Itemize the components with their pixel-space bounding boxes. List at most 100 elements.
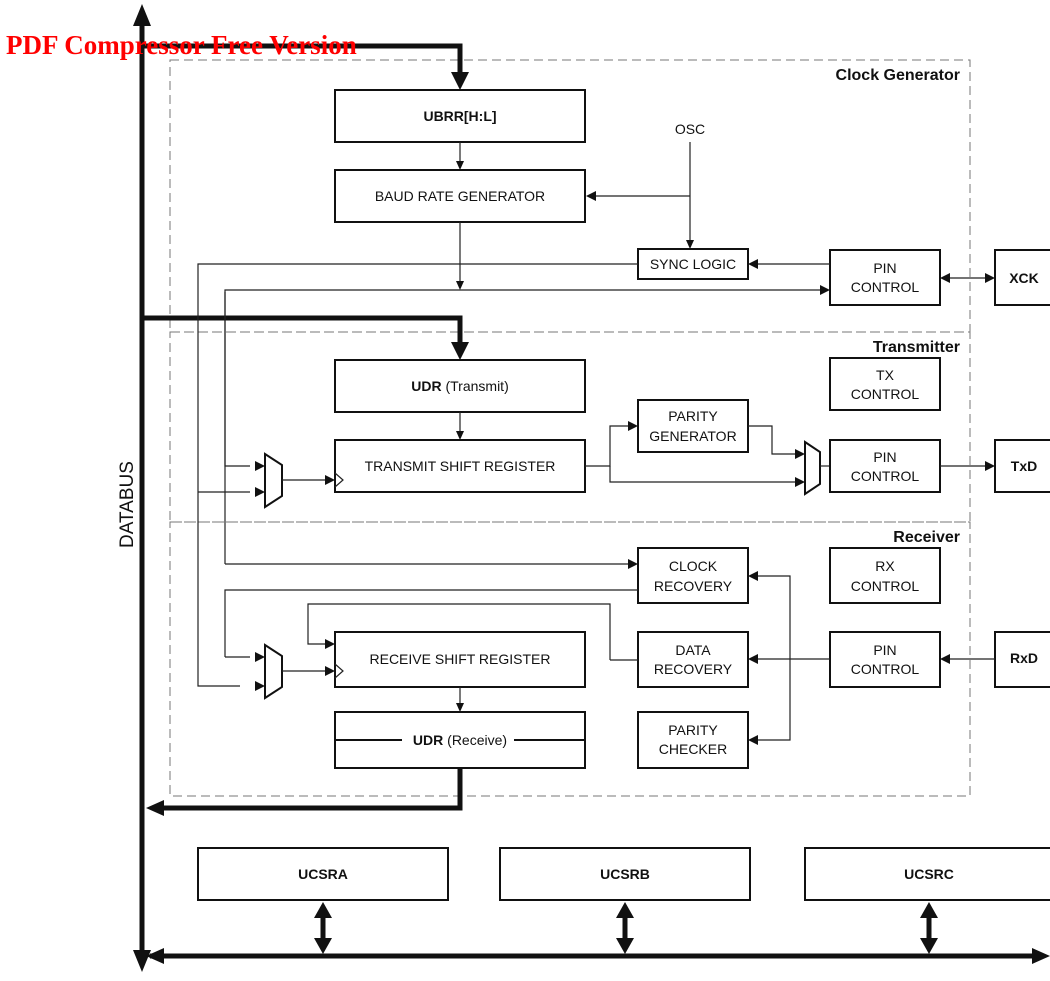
udr-receive-label: UDR (Receive) [413, 732, 507, 748]
rx-branch-wire [758, 575, 791, 659]
outmux-arrow-1 [795, 477, 805, 487]
ucsrc-register [804, 847, 1050, 901]
tx-output-mux [804, 440, 821, 496]
rsr-clock-triangle [334, 663, 344, 679]
ucsra-register [197, 847, 449, 901]
ucsrb-bus-link [616, 902, 634, 954]
clock-recovery [637, 547, 749, 604]
rx-control [829, 547, 941, 604]
rsr-clock-arrow [325, 666, 335, 676]
receive-shift-register [334, 631, 586, 688]
clock-recovery-input-arrow [748, 571, 758, 581]
sync-logic [637, 248, 749, 280]
rxd-label: RxD [1010, 650, 1038, 666]
rx-input-mux [264, 643, 283, 700]
baud-rate-generator-label: BAUD RATE GENERATOR [375, 188, 545, 204]
parity-gen-input-arrow [628, 421, 638, 431]
xck-pin [994, 249, 1050, 306]
clock-recovery-arrow [628, 559, 638, 569]
databus-down-arrow [133, 950, 151, 972]
tx-control [829, 357, 941, 411]
rx-control-label-1: RX [875, 558, 895, 574]
parity-checker-label-1: PARITY [668, 722, 718, 738]
clock-branch-wire [224, 292, 250, 467]
ubrr-register [334, 89, 586, 143]
baud-input-arrow [456, 161, 464, 170]
rx-mux-arrow-2 [255, 681, 265, 691]
sync-pin-arrow [748, 259, 758, 269]
xck-pin-control-label-1: PIN [873, 260, 896, 276]
databus-to-udr-tx [142, 315, 463, 344]
outmux-arrow-2 [795, 449, 805, 459]
parity-checker-label-2: CHECKER [659, 741, 727, 757]
rx-pin-input-arrow [940, 654, 950, 664]
clock-recovery-label-2: RECOVERY [654, 578, 733, 594]
parity-to-outmux-wire [748, 425, 795, 455]
data-recovery-input-arrow [748, 654, 758, 664]
tx-pin-control [829, 439, 941, 493]
udr-transmit [334, 359, 586, 413]
xck-arrow-right [985, 273, 995, 283]
txd-label: TxD [1011, 458, 1037, 474]
tx-control-label-1: TX [876, 367, 895, 383]
receiver-section [169, 521, 971, 797]
tsr-to-parity-wire [585, 425, 628, 467]
register-bus-right-arrow [1032, 948, 1050, 964]
ucsrb-label: UCSRB [600, 866, 650, 882]
watermark: PDF Compressor Free Version [6, 30, 357, 60]
data-recovery [637, 631, 749, 688]
sync-clock-wire [197, 263, 638, 687]
tx-control-label-2: CONTROL [851, 386, 920, 402]
rsr-data-arrow [325, 639, 335, 649]
udr-rx-to-databus [162, 768, 463, 811]
txd-pin [994, 439, 1050, 493]
sync-logic-label: SYNC LOGIC [650, 256, 736, 272]
baud-osc-arrow [586, 191, 596, 201]
tsr-clock-arrow [325, 475, 335, 485]
parity-checker-input-arrow [748, 735, 758, 745]
tsr-clock-triangle [334, 472, 344, 488]
tsr-input-arrow [456, 431, 464, 440]
ubrr-input-arrow [451, 72, 469, 90]
txd-arrow [985, 461, 995, 471]
rx-pin-control-label-1: PIN [873, 642, 896, 658]
udr-transmit-label: UDR (Transmit) [411, 378, 509, 394]
xck-pin-control [829, 249, 941, 306]
databus-return-arrow [146, 800, 164, 816]
parity-generator-label-1: PARITY [668, 408, 718, 424]
xck-label: XCK [1009, 270, 1039, 286]
data-recovery-feedback-wire [307, 603, 611, 660]
udr-rx-input-arrow [456, 703, 464, 712]
transmitter-title: Transmitter [873, 339, 960, 356]
tx-mux-arrow-2 [255, 487, 265, 497]
tx-pin-control-label-2: CONTROL [851, 468, 920, 484]
ucsrc-label: UCSRC [904, 866, 954, 882]
tx-mux-arrow-1 [255, 461, 265, 471]
xck-arrow-left [940, 273, 950, 283]
clock-generator-title: Clock Generator [836, 67, 960, 84]
databus-label: DATABUS [117, 461, 138, 548]
clock-recovery-output-wire [224, 589, 638, 657]
ucsrc-bus-link [920, 902, 938, 954]
databus-up-arrow [133, 4, 151, 26]
rx-pin-control [829, 631, 941, 688]
tsr-to-outmux-wire [609, 466, 795, 483]
receive-shift-register-label: RECEIVE SHIFT REGISTER [370, 651, 551, 667]
pin-control-clock-arrow [820, 285, 830, 295]
ucsra-label: UCSRA [298, 866, 348, 882]
rx-pin-control-label-2: CONTROL [851, 661, 920, 677]
ubrr-label: UBRR[H:L] [423, 108, 496, 124]
udr-tx-input-arrow [451, 342, 469, 360]
transmit-shift-register-label: TRANSMIT SHIFT REGISTER [365, 458, 556, 474]
rx-control-label-2: CONTROL [851, 578, 920, 594]
tx-pin-control-label-1: PIN [873, 449, 896, 465]
sync-osc-arrow [686, 240, 694, 249]
ucsrb-register [499, 847, 751, 901]
osc-label: OSC [675, 121, 705, 137]
xck-pin-control-label-2: CONTROL [851, 279, 920, 295]
tx-input-mux [264, 452, 283, 509]
clock-recovery-label-1: CLOCK [669, 558, 718, 574]
databus-to-ubrr [142, 43, 463, 74]
baud-output-arrow [456, 281, 464, 290]
